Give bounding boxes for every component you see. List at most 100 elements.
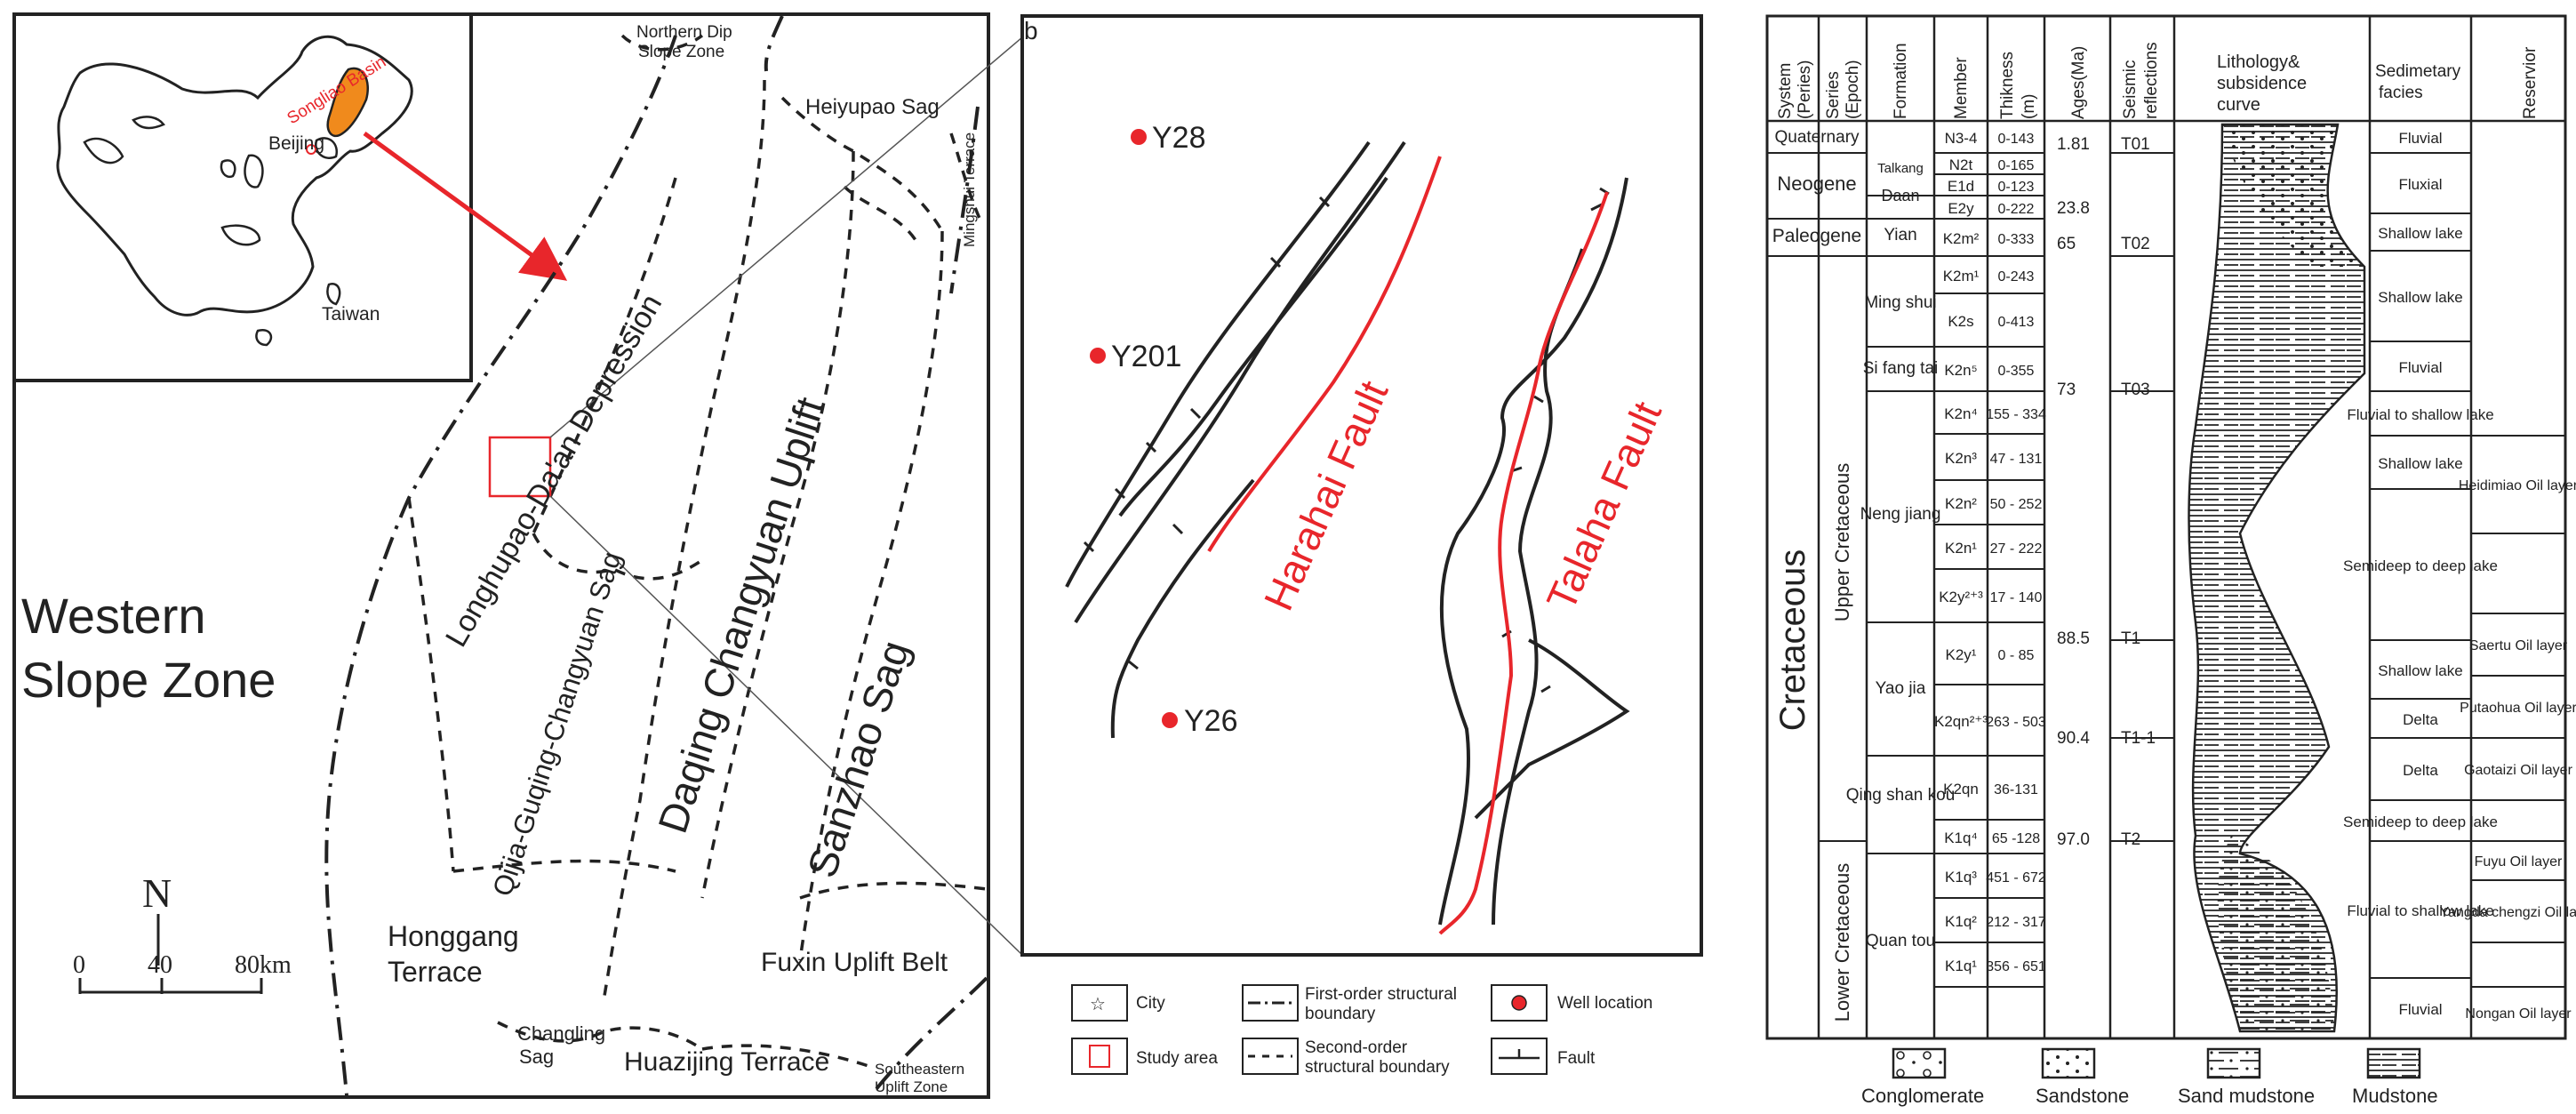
member-19: K1q¹ xyxy=(1945,958,1977,974)
location-arrow xyxy=(363,131,568,281)
eastern-boundary xyxy=(949,106,980,294)
well-y26-marker xyxy=(1162,712,1178,728)
southeastern-boundary xyxy=(869,976,988,1097)
huazijing-label: Huazijing Terrace xyxy=(624,1047,829,1077)
header-seismic: Seismic xyxy=(2121,60,2140,119)
facies-8: Shallow lake xyxy=(2378,662,2462,679)
age-6: 97.0 xyxy=(2057,830,2090,849)
header-thickness-2: (m) xyxy=(2020,94,2038,119)
northern-dip-label-1: Northern Dip xyxy=(636,23,732,42)
formation-7: Qing shan kou xyxy=(1846,786,1956,805)
study-area-icon xyxy=(1089,1045,1110,1068)
boundary-14 xyxy=(701,1044,872,1069)
scale-bar: 0 40 80km xyxy=(73,951,292,994)
facies-12: Fluvial to shallow lake xyxy=(2347,902,2493,919)
heiyupao-label: Heiyupao Sag xyxy=(805,95,940,119)
china-outline xyxy=(56,35,413,317)
age-5: 90.4 xyxy=(2057,729,2090,748)
member-1: N2t xyxy=(1949,156,1973,173)
legend-fault-label: Fault xyxy=(1557,1049,1596,1068)
legend-second-1: Second-order xyxy=(1305,1038,1408,1057)
city-icon: ☆ xyxy=(1090,995,1106,1014)
header-reservoir: Reservior xyxy=(2521,46,2540,119)
system-0: Quaternary xyxy=(1774,128,1860,147)
region-west xyxy=(83,137,124,164)
member-11: K2n¹ xyxy=(1945,540,1977,557)
sandstone-label: Sandstone xyxy=(2036,1085,2129,1107)
honggang-label-1: Honggang xyxy=(388,920,519,952)
sandstone-swatch xyxy=(2041,1047,2096,1079)
thickness-16: 65 -128 xyxy=(1992,831,2040,846)
legend-well-label: Well location xyxy=(1557,994,1652,1013)
age-4: 88.5 xyxy=(2057,629,2090,648)
column-frame xyxy=(1765,14,2567,1040)
legend-second-2: structural boundary xyxy=(1305,1058,1450,1077)
member-17: K1q³ xyxy=(1945,869,1977,886)
system-3: Cretaceous xyxy=(1773,549,1812,732)
changling-label-1: Changling xyxy=(517,1022,605,1045)
member-7: K2n⁵ xyxy=(1944,362,1977,379)
header-member: Member xyxy=(1952,57,1971,119)
reservoir-2: Putaohua Oil layer xyxy=(2460,701,2576,716)
thickness-1: 0-165 xyxy=(1998,158,2035,173)
member-4: K2m² xyxy=(1943,230,1980,247)
seismic-1: T02 xyxy=(2121,235,2150,253)
well-y28-marker xyxy=(1131,129,1147,145)
thickness-18: 212 - 317 xyxy=(1986,915,2046,930)
lithology-column xyxy=(2188,123,2366,1033)
system-1: Neogene xyxy=(1777,172,1856,195)
age-0: 1.81 xyxy=(2057,135,2090,154)
mingshui-label: Mingshui Terrace xyxy=(961,132,978,247)
formation-4: Si fang tai xyxy=(1863,359,1939,378)
age-2: 65 xyxy=(2057,235,2076,253)
conglomerate-label: Conglomerate xyxy=(1861,1085,1984,1107)
header-seismic-2: reflections xyxy=(2142,42,2161,119)
facies-0: Fluvial xyxy=(2398,130,2442,147)
thickness-17: 451 - 672 xyxy=(1986,870,2046,886)
member-13: K2y¹ xyxy=(1946,646,1977,663)
thickness-15: 36-131 xyxy=(1994,782,2038,797)
fuxin-label: Fuxin Uplift Belt xyxy=(761,948,948,977)
study-area-box xyxy=(488,436,552,498)
thickness-7: 0-355 xyxy=(1998,364,2035,379)
well-y201-label: Y201 xyxy=(1111,340,1181,373)
member-18: K1q² xyxy=(1945,913,1977,930)
northern-top-boundary xyxy=(764,15,784,72)
beijing-label: Beijing xyxy=(268,133,324,154)
member-12: K2y²⁺³ xyxy=(1939,589,1983,605)
system-2: Paleogene xyxy=(1772,226,1861,246)
thickness-13: 0 - 85 xyxy=(1998,648,2035,663)
north-indicator: N xyxy=(142,870,172,916)
age-1: 23.8 xyxy=(2057,199,2090,218)
thickness-4: 0-333 xyxy=(1998,232,2035,247)
boundary-3 xyxy=(532,533,703,581)
scale-0: 0 xyxy=(73,951,85,979)
seismic-5: T2 xyxy=(2121,830,2140,849)
member-0: N3-4 xyxy=(1945,130,1978,147)
formation-5: Neng jiang xyxy=(1860,505,1941,524)
header-system: System xyxy=(1776,63,1795,119)
hainan-island xyxy=(255,328,273,347)
sand-mudstone-label: Sand mudstone xyxy=(2178,1085,2315,1107)
series-1: Lower Cretaceous xyxy=(1831,863,1853,1022)
facies-1: Fluxial xyxy=(2398,176,2442,193)
beijing-marker xyxy=(306,144,316,155)
facies-6: Shallow lake xyxy=(2378,455,2462,472)
facies-10: Delta xyxy=(2403,762,2438,779)
western-slope-label-2: Slope Zone xyxy=(21,652,276,708)
thickness-5: 0-243 xyxy=(1998,269,2035,285)
mudstone-swatch xyxy=(2366,1047,2421,1079)
black-faults xyxy=(1065,140,1630,926)
legend-city-box xyxy=(1071,984,1128,1022)
panel-b-frame xyxy=(1020,14,1703,957)
sand-mudstone-swatch xyxy=(2206,1047,2261,1079)
thickness-14: 263 - 503 xyxy=(1986,715,2046,730)
legend-study-label: Study area xyxy=(1136,1049,1218,1068)
member-16: K1q⁴ xyxy=(1944,829,1978,846)
header-series: Series xyxy=(1824,71,1843,119)
series-0: Upper Cretaceous xyxy=(1831,463,1853,622)
well-y26-label: Y26 xyxy=(1184,704,1238,738)
changling-label-2: Sag xyxy=(519,1046,554,1068)
facies-7: Semideep to deep lake xyxy=(2343,557,2498,574)
reservoir-1: Saertu Oil layer xyxy=(2469,638,2568,653)
